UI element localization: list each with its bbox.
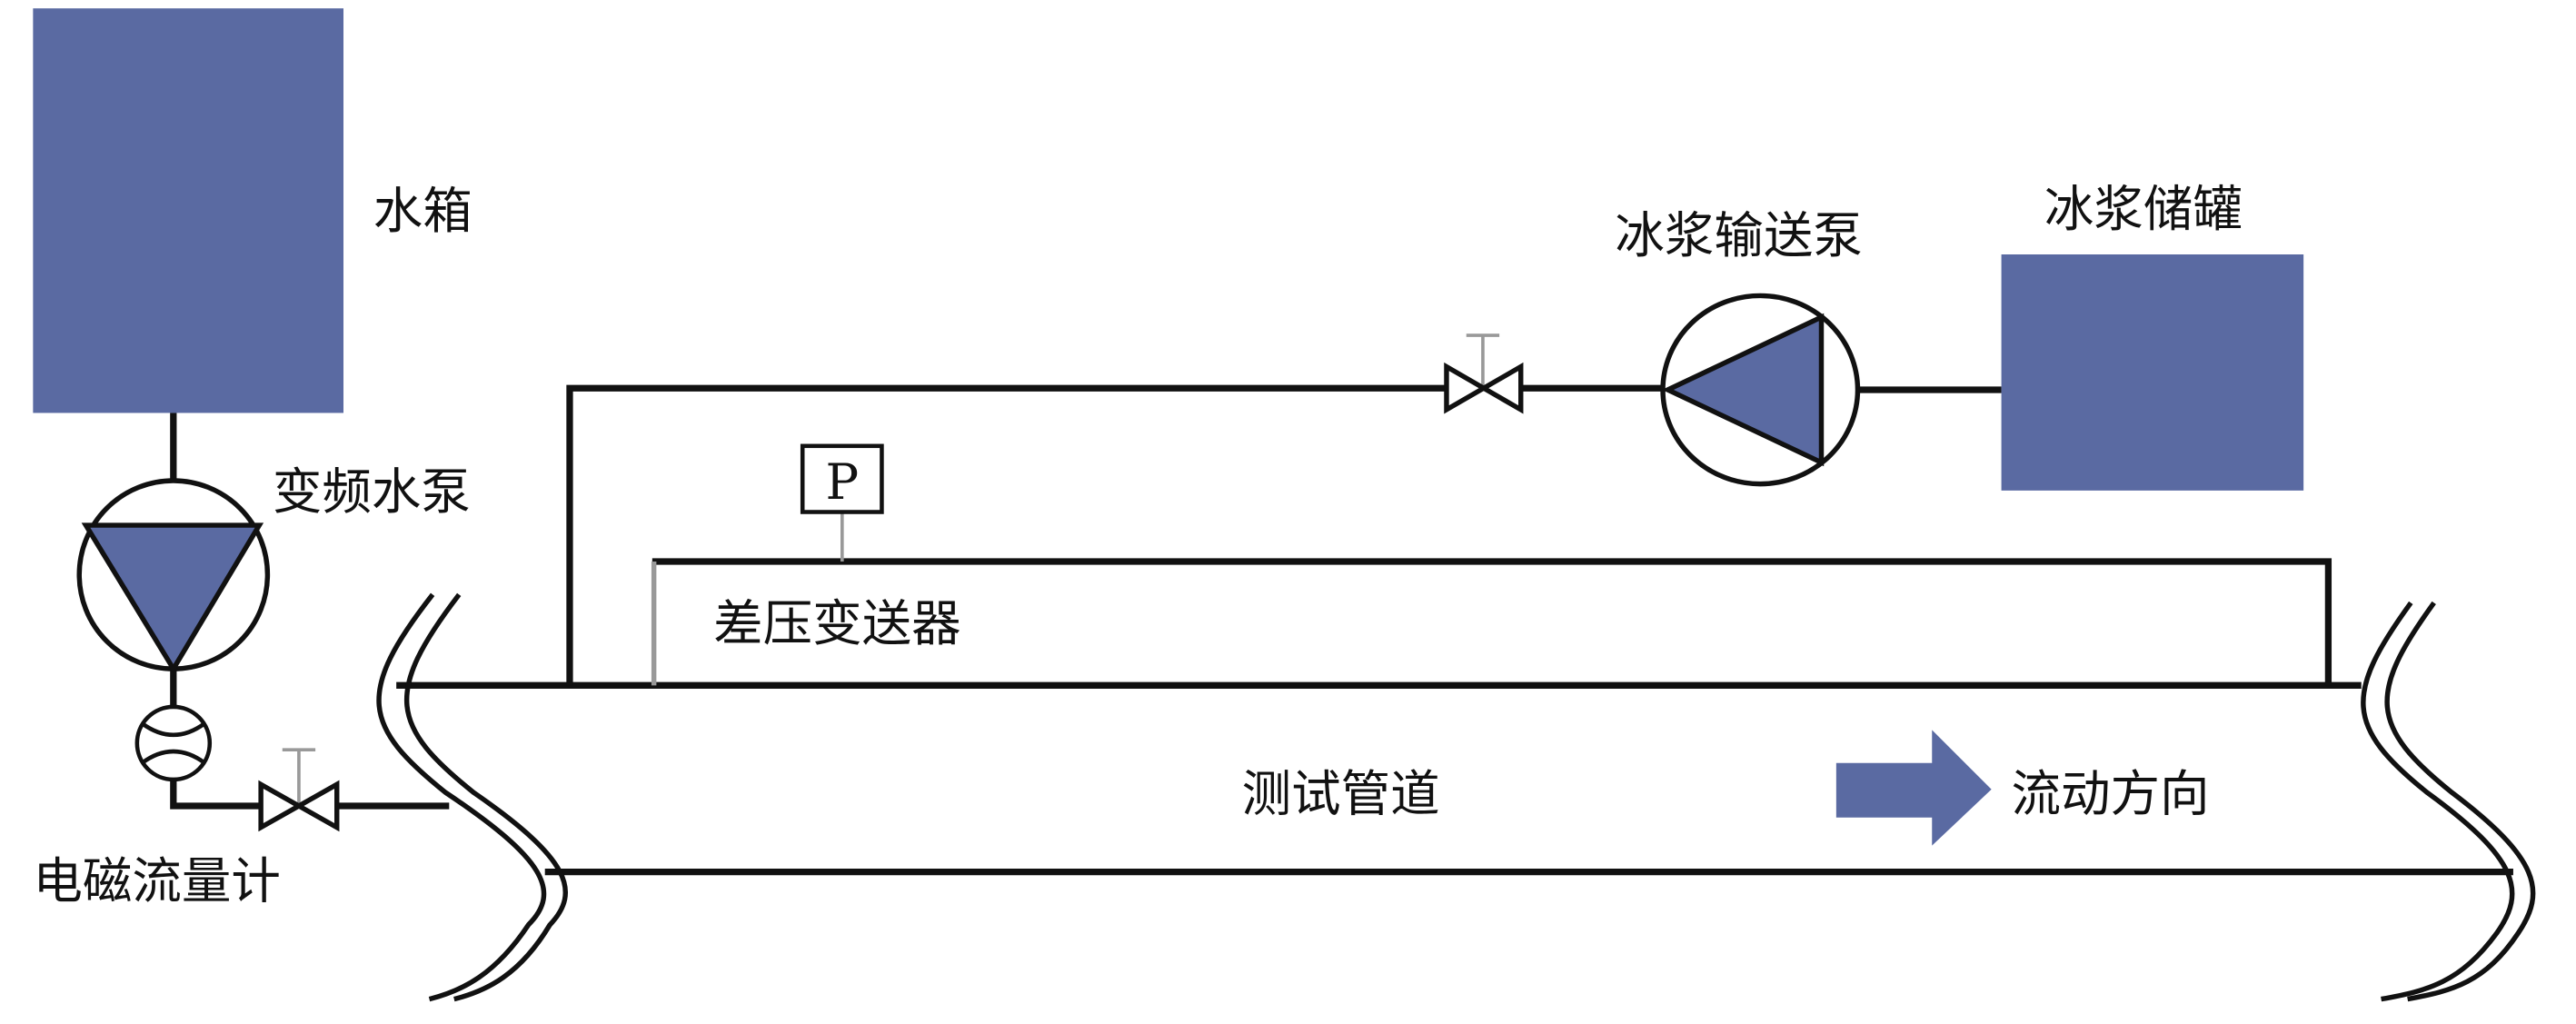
label-test-pipe: 测试管道: [1242, 764, 1440, 822]
slurry-valve-icon: [1444, 333, 1524, 414]
flow-direction-arrow-icon: [1835, 730, 1992, 846]
slurry-pump-icon: [1660, 293, 1861, 487]
pipe-break-left-icon: [376, 592, 568, 1002]
label-slurry-tank: 冰浆储罐: [2044, 180, 2243, 238]
valve-icon: [258, 748, 340, 832]
pipe-meter-to-valve: [170, 779, 264, 810]
label-slurry-pump: 冰浆输送泵: [1615, 206, 1863, 264]
slurry-tank: [2001, 254, 2304, 491]
label-flowmeter: 电磁流量计: [33, 852, 281, 910]
vfd-pump-icon: [76, 478, 271, 674]
pressure-gauge-label: P: [825, 452, 859, 511]
label-vfd-pump: 变频水泵: [273, 462, 471, 521]
label-water-tank: 水箱: [373, 182, 472, 240]
label-dp-transmitter: 差压变送器: [713, 594, 961, 652]
label-flow-direction: 流动方向: [2011, 764, 2209, 822]
pipe-slurry-inlet: [566, 384, 1447, 686]
water-tank: [33, 8, 343, 413]
flowmeter-icon: [134, 704, 213, 782]
pressure-gauge-box: [800, 443, 884, 514]
pipe-break-right-icon: [2361, 601, 2536, 1002]
dp-impulse-line: [651, 558, 2332, 686]
